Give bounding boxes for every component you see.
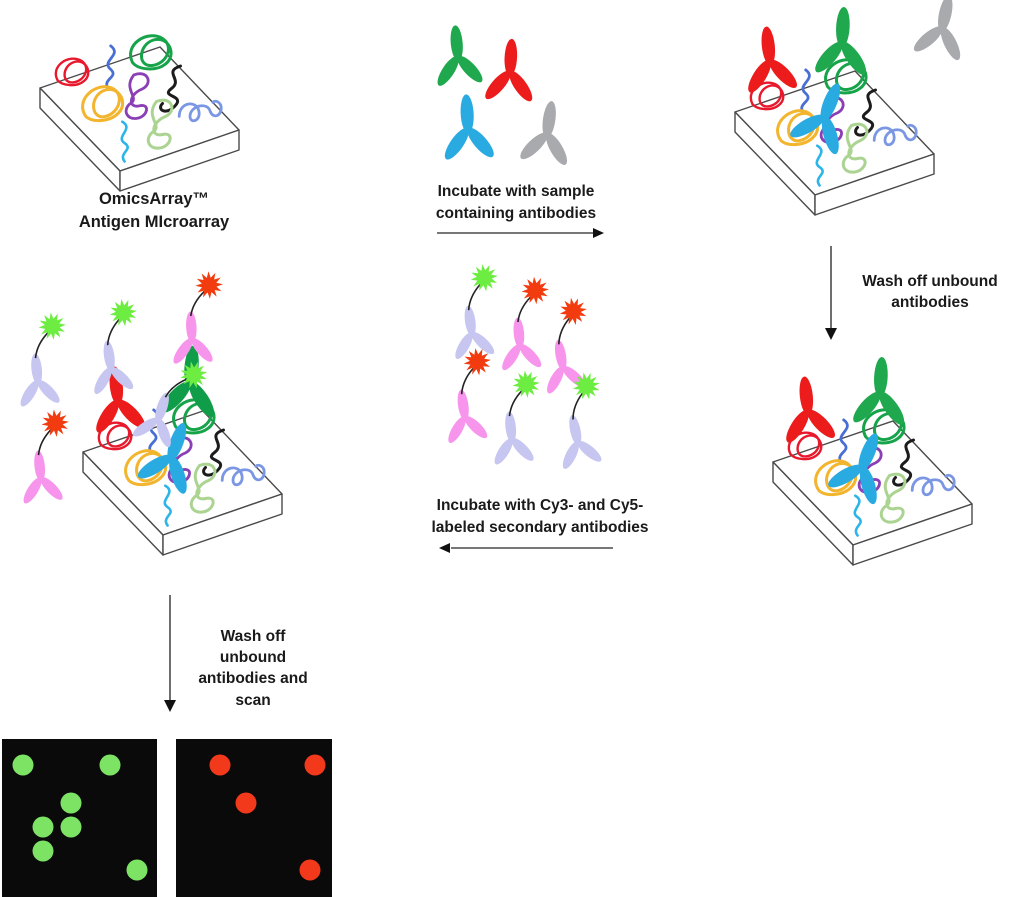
panel-array-with-sample: [734, 0, 976, 216]
linker-tail: [567, 392, 589, 421]
green-scan-spots: [12, 754, 148, 881]
unbound-antibody-gray: [908, 0, 976, 65]
scan-spot: [126, 859, 148, 881]
antibody-body: [486, 409, 538, 468]
cy5-star: [557, 295, 590, 328]
panel-array-washed: [772, 355, 973, 566]
wash-step-1: Wash off unbound antibodies: [825, 246, 998, 340]
cy5-star: [194, 270, 224, 300]
wash2-label-line1: Wash off: [221, 628, 287, 645]
step2-label-line2: labeled secondary antibodies: [431, 519, 648, 536]
cy3-star: [107, 297, 139, 329]
step2-arrow-head: [439, 543, 450, 553]
scan-spot: [299, 859, 321, 881]
cy3-star: [37, 311, 68, 342]
unbound-secondary-antibody-cy3: [12, 311, 68, 410]
sample-antibody-gray: [515, 97, 579, 170]
secondary-antibody-cy3: [445, 262, 500, 363]
wash2-arrow-head: [164, 700, 176, 712]
wash1-label-line1: Wash off unbound: [862, 273, 997, 290]
scan-spot: [60, 816, 82, 838]
secondary-antibody-cy5: [438, 346, 493, 447]
sample-antibody-red: [481, 37, 540, 106]
cy5-star: [40, 408, 71, 439]
red-scan-spots: [209, 754, 326, 881]
wash2-label-line2: unbound: [220, 649, 286, 666]
panel-sample-antibodies: Incubate with sample containing antibodi…: [428, 23, 604, 238]
wash1-label-line2: antibodies: [891, 294, 969, 311]
linker-tail: [188, 290, 207, 317]
antibody-body: [12, 351, 64, 410]
scan-spot: [32, 840, 54, 862]
array-title-line1: OmicsArray™: [99, 190, 209, 208]
cy3-star: [511, 369, 542, 400]
scan-spot: [209, 754, 231, 776]
scan-spot: [304, 754, 326, 776]
panel-antigen-microarray: OmicsArray™ Antigen MIcroarray: [39, 36, 240, 231]
secondary-antibody-cy3: [486, 369, 542, 468]
step1-label-line2: containing antibodies: [436, 205, 596, 222]
antibody-body: [438, 386, 492, 447]
scan-spot: [12, 754, 34, 776]
scan-spot: [32, 816, 54, 838]
step1-label-line1: Incubate with sample: [438, 183, 595, 200]
wash-step-2: Wash off unbound antibodies and scan: [164, 595, 308, 712]
scan-spot: [235, 792, 257, 814]
unbound-secondary-antibody-cy5: [15, 408, 71, 507]
sample-antibody-green: [428, 23, 487, 90]
wash1-arrow-head: [825, 328, 837, 340]
step2-label-line1: Incubate with Cy3- and Cy5-: [437, 497, 644, 514]
panel-array-with-secondaries: [12, 270, 283, 556]
antibody-body: [15, 448, 67, 507]
wash2-label-line4: scan: [235, 692, 270, 709]
antibody-body: [494, 315, 545, 374]
scan-spot: [60, 792, 82, 814]
panel-secondary-antibodies: Incubate with Cy3- and Cy5- labeled seco…: [431, 262, 649, 553]
array-title-line2: Antigen MIcroarray: [79, 213, 230, 231]
secondary-antibody-cy5: [494, 275, 551, 374]
scan-image-red-channel: [176, 739, 332, 897]
cy3-star: [468, 262, 500, 294]
wash2-label-line3: antibodies and: [198, 670, 307, 687]
sample-antibody-blue: [437, 92, 499, 164]
scan-spot: [99, 754, 121, 776]
antibody-body: [549, 410, 606, 473]
step1-arrow-head: [593, 228, 604, 238]
scan-image-green-channel: [2, 739, 157, 897]
cy5-star: [520, 275, 551, 306]
